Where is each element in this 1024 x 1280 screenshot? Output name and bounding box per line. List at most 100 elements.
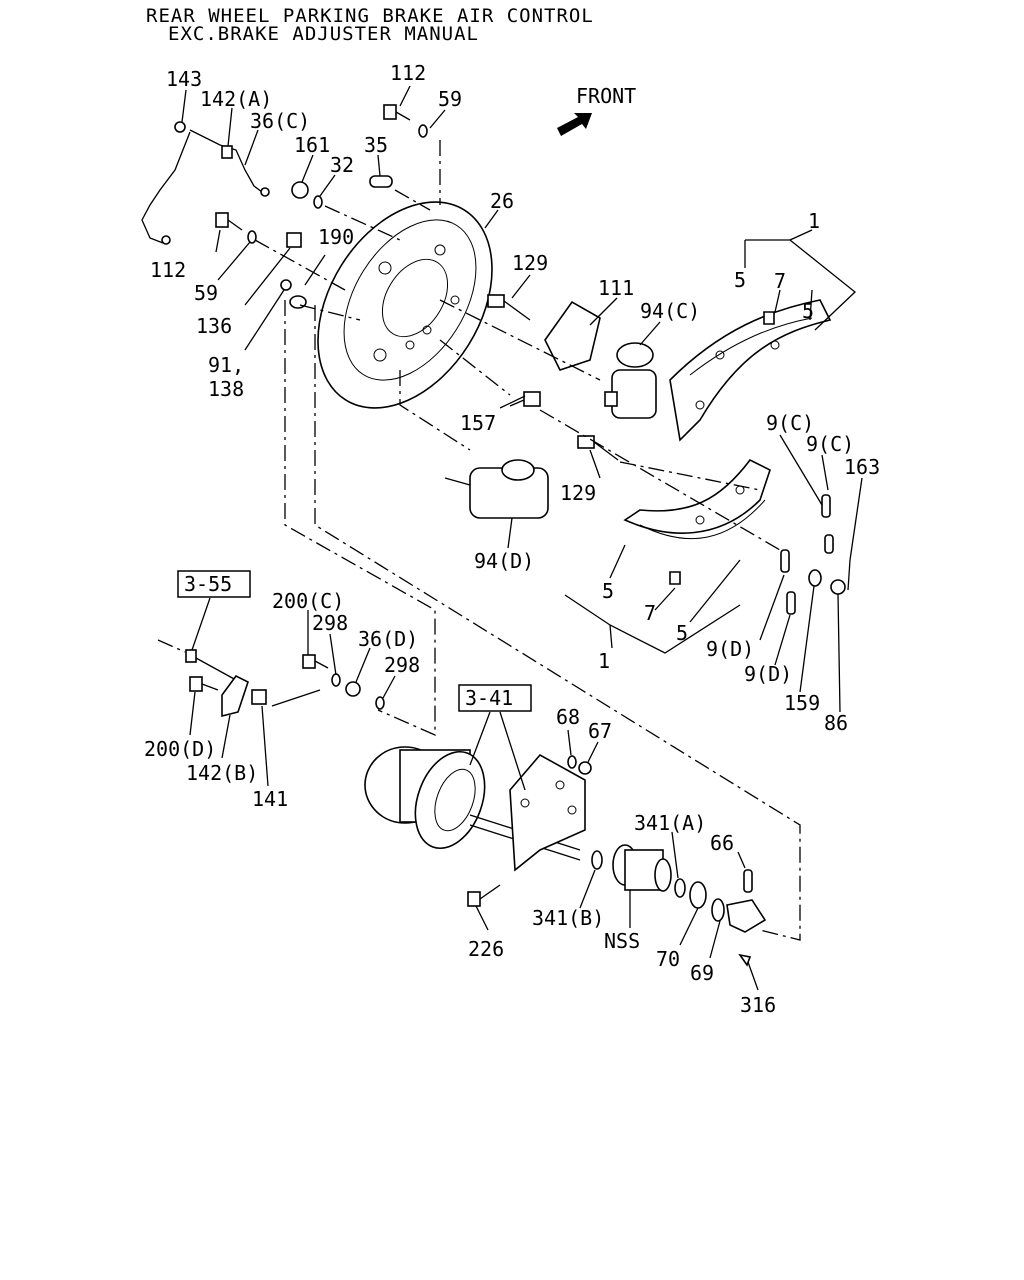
label-226: 226 <box>468 937 504 961</box>
label-94c: 94(C) <box>640 299 700 323</box>
diagram-title-line2: EXC.BRAKE ADJUSTER MANUAL <box>168 23 479 45</box>
label-70: 70 <box>656 947 680 971</box>
label-94d: 94(D) <box>474 549 534 573</box>
label-nss: NSS <box>604 929 640 953</box>
label-111: 111 <box>598 276 634 300</box>
front-arrow-icon <box>557 113 592 136</box>
ref-box-3-55[interactable] <box>177 570 251 598</box>
alignment-lines <box>254 140 801 941</box>
nut-70 <box>689 881 707 909</box>
washer-159 <box>808 569 822 587</box>
label-5-tl: 5 <box>734 268 746 292</box>
nut-67 <box>578 761 592 775</box>
label-66: 66 <box>710 831 734 855</box>
leader-lines-upper <box>181 85 863 713</box>
label-59-top: 59 <box>438 87 462 111</box>
label-36d: 36(D) <box>358 627 418 651</box>
bracket-142b <box>221 674 249 718</box>
label-9d-a: 9(D) <box>706 637 754 661</box>
wheel-cylinder-94d <box>444 459 549 519</box>
ref-label-3-55: 3-55 <box>184 572 232 596</box>
ref-box-3-41[interactable] <box>458 684 532 712</box>
label-129-top: 129 <box>512 251 548 275</box>
label-5-bl: 5 <box>602 579 614 603</box>
ring-341a <box>674 878 686 898</box>
plug-35 <box>369 175 393 188</box>
label-200c: 200(C) <box>272 589 344 613</box>
boot-nss <box>612 844 672 892</box>
bracket-111 <box>544 300 601 371</box>
label-200d: 200(D) <box>144 737 216 761</box>
spring-9d-b <box>786 591 796 615</box>
label-86: 86 <box>824 711 848 735</box>
washer-68 <box>567 755 577 769</box>
ref-label-3-41: 3-41 <box>465 686 513 710</box>
spring-9c-a <box>821 494 831 518</box>
bolt-129-mid <box>577 435 619 461</box>
label-7-bot: 7 <box>644 601 656 625</box>
label-298-a: 298 <box>312 611 348 635</box>
label-341a: 341(A) <box>634 811 706 835</box>
label-69: 69 <box>690 961 714 985</box>
bolt-112-top <box>383 104 411 121</box>
nut-86 <box>830 579 846 595</box>
wheel-cylinder-94c <box>604 342 657 419</box>
label-341b: 341(B) <box>532 906 604 930</box>
washer-298-b <box>375 696 385 710</box>
bolt-200c <box>302 654 329 669</box>
leader-lines-lower <box>189 597 759 991</box>
label-163: 163 <box>844 455 880 479</box>
bolt-91-138 <box>280 279 292 291</box>
label-136: 136 <box>196 314 232 338</box>
label-161: 161 <box>294 133 330 157</box>
nut-69 <box>711 898 725 922</box>
bolt-226 <box>467 884 501 907</box>
connector-141 <box>251 689 267 705</box>
nut-161 <box>291 181 309 199</box>
front-direction-label: FRONT <box>576 84 636 108</box>
label-59-left: 59 <box>194 281 218 305</box>
pin-163 <box>847 559 851 591</box>
brake-shoe-upper <box>669 299 832 442</box>
label-157: 157 <box>460 411 496 435</box>
label-112-top: 112 <box>390 61 426 85</box>
mounting-bracket <box>509 753 586 872</box>
spring-9d-a <box>780 549 790 573</box>
label-129-mid: 129 <box>560 481 596 505</box>
bolt-129-top <box>487 294 531 321</box>
label-32: 32 <box>330 153 354 177</box>
washer-32 <box>313 195 323 209</box>
washer-298-a <box>331 673 341 687</box>
label-143: 143 <box>166 67 202 91</box>
label-7-top: 7 <box>774 269 786 293</box>
washer-59-left <box>247 230 257 244</box>
label-159: 159 <box>784 691 820 715</box>
hose-141 <box>271 689 321 707</box>
pin-66 <box>743 869 753 893</box>
bolt-157 <box>509 391 541 407</box>
label-138: 138 <box>208 377 244 401</box>
label-67: 67 <box>588 719 612 743</box>
backing-plate <box>317 201 493 409</box>
label-298-b: 298 <box>384 653 420 677</box>
part-labels: 143 142(A) 36(C) 112 59 161 32 35 26 190… <box>144 61 880 1017</box>
label-316: 316 <box>740 993 776 1017</box>
label-1-bot: 1 <box>598 649 610 673</box>
label-91: 91, <box>208 353 244 377</box>
label-36c: 36(C) <box>250 109 310 133</box>
label-1-top: 1 <box>808 209 820 233</box>
label-68: 68 <box>556 705 580 729</box>
clevis <box>726 899 767 933</box>
washer-59-top <box>418 124 428 138</box>
label-112-left: 112 <box>150 258 186 282</box>
label-142b: 142(B) <box>186 761 258 785</box>
label-9c-b: 9(C) <box>806 432 854 456</box>
label-9c-a: 9(C) <box>766 411 814 435</box>
diagram-title-line1: REAR WHEEL PARKING BRAKE AIR CONTROL <box>146 5 594 27</box>
bolt-112-left <box>215 212 243 231</box>
label-26: 26 <box>490 189 514 213</box>
spring-9c-b <box>824 534 834 554</box>
brake-shoe-lower <box>623 458 771 585</box>
label-190: 190 <box>318 225 354 249</box>
